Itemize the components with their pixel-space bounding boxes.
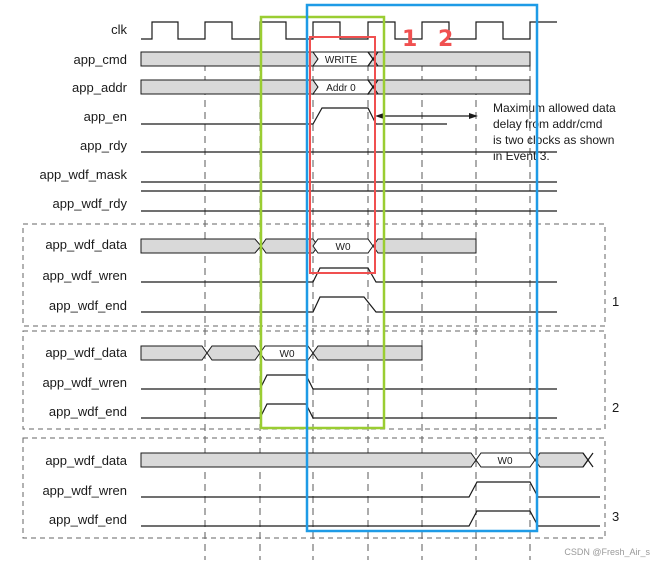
cmd-value: WRITE (325, 55, 358, 66)
event-1-box (22, 223, 606, 327)
note-line-1: Maximum allowed data (493, 101, 616, 115)
label-event2-end: app_wdf_end (49, 404, 127, 419)
addr-value: Addr 0 (326, 83, 356, 94)
label-event2-data: app_wdf_data (45, 345, 127, 360)
event-3-box (22, 437, 606, 539)
label-event2-wren: app_wdf_wren (42, 375, 127, 390)
label-event1-data: app_wdf_data (45, 237, 127, 252)
label-clk: clk (111, 22, 127, 37)
label-app-wdf-rdy: app_wdf_rdy (53, 196, 128, 211)
event3-wren-wave (141, 481, 600, 498)
label-event1-wren: app_wdf_wren (42, 268, 127, 283)
clock-edge-guides (204, 52, 531, 560)
label-app-wdf-mask: app_wdf_mask (40, 167, 128, 182)
app-addr-bus: Addr 0 (140, 79, 531, 95)
label-app-en: app_en (84, 109, 127, 124)
event-2-number: 2 (612, 400, 619, 415)
label-event3-wren: app_wdf_wren (42, 483, 127, 498)
event1-data-value: W0 (336, 242, 351, 253)
event3-end-wave (141, 510, 600, 527)
event2-data-bus: W0 (140, 345, 423, 361)
note-line-4: in Event 3. (493, 149, 550, 163)
note-line-2: delay from addr/cmd (493, 117, 602, 131)
handwritten-mark-2: 2 (438, 27, 453, 52)
blue-highlight-box (305, 3, 539, 533)
label-app-rdy: app_rdy (80, 138, 127, 153)
event-3-number: 3 (612, 509, 619, 524)
handwritten-mark-1: 1 (402, 27, 417, 52)
green-highlight-box (259, 15, 386, 430)
event1-wren-wave (141, 267, 557, 283)
app-cmd-bus: WRITE (140, 51, 531, 67)
label-event3-data: app_wdf_data (45, 453, 127, 468)
event2-data-value: W0 (280, 349, 295, 360)
event-2-box (22, 330, 606, 430)
event1-end-wave (141, 296, 557, 313)
label-app-addr: app_addr (72, 80, 128, 95)
event2-wren-wave (141, 374, 557, 390)
event3-data-value: W0 (498, 456, 513, 467)
label-event1-end: app_wdf_end (49, 298, 127, 313)
watermark: CSDN @Fresh_Air_s (564, 547, 650, 557)
clk-wave (141, 21, 557, 40)
label-app-cmd: app_cmd (74, 52, 127, 67)
app-en-wave (141, 107, 447, 125)
red-highlight-box (309, 36, 376, 274)
event1-data-bus: W0 (140, 238, 477, 254)
delay-arrow (375, 113, 478, 119)
note-line-3: is two clocks as shown (493, 133, 614, 147)
event3-data-bus: W0 (140, 452, 594, 468)
event-1-number: 1 (612, 294, 619, 309)
label-event3-end: app_wdf_end (49, 512, 127, 527)
event2-end-wave (141, 403, 557, 419)
